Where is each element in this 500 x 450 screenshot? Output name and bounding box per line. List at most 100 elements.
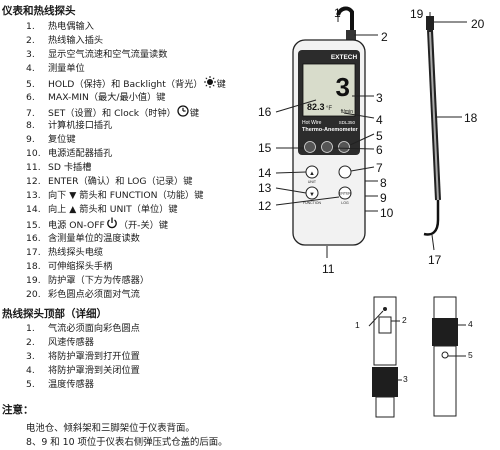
list-item: 13.向下 ▼ 箭头和 FUNCTION（功能）键 <box>26 189 203 203</box>
item-text: 计算机接口插孔 <box>48 119 113 131</box>
lcd-display <box>302 63 356 117</box>
probe-leader-lines <box>429 12 467 251</box>
item-text: 显示空气流速和空气流量读数 <box>48 49 168 61</box>
clock-icon <box>177 104 189 122</box>
callout-number: 20 <box>471 17 485 31</box>
guard-open <box>372 367 398 397</box>
meter-panel <box>298 50 360 155</box>
set-clock-button <box>338 165 352 179</box>
item-text: 热电偶输入 <box>48 21 94 32</box>
item-number: 15. <box>26 220 41 232</box>
power-icon <box>106 217 118 234</box>
item-text: ENTER（确认）和 LOG（记录）键 <box>48 176 193 188</box>
item-text: 温度传感器 <box>48 379 94 390</box>
callout-number: 12 <box>258 199 272 213</box>
note-line: 8、9 和 10 项位于仪表右侧弹压式仓盖的后面。 <box>26 437 228 448</box>
down-button-glyph: ▼ <box>309 192 315 198</box>
guard-closed <box>432 318 458 346</box>
max-min-button <box>321 141 333 153</box>
callout-number: 7 <box>376 161 383 175</box>
callout-number: 1 <box>355 320 360 330</box>
list-item: 16.含测量单位的温度读数 <box>26 232 140 246</box>
callout-number: 3 <box>376 91 383 105</box>
backlight-icon <box>203 76 216 93</box>
item-number: 3. <box>26 49 35 61</box>
probe-list-item: 4.将防护罩滑到关闭位置 <box>26 364 140 378</box>
callout-number: 16 <box>258 105 272 119</box>
item-number: 2. <box>26 337 35 348</box>
item-text: 热线输入插头 <box>48 35 104 47</box>
enter-log-button <box>338 186 352 200</box>
item-number: 4. <box>26 365 35 376</box>
list-item: 2. 热线输入插头 <box>26 34 103 48</box>
item-text: 电源适配器插孔 <box>48 147 113 159</box>
probe-cable <box>423 200 440 236</box>
probe-illustration <box>423 16 441 236</box>
list-item: 7.SET（设置）和 Clock（时钟）键 <box>26 104 199 122</box>
callout-number: 13 <box>258 181 272 195</box>
item-number: 8. <box>26 119 35 131</box>
item-number: 18. <box>26 260 41 272</box>
item-text: 防护罩（下方为传感器） <box>48 274 150 286</box>
item-text: 向上 ▲ 箭头和 UNIT（单位）键 <box>48 204 178 216</box>
enter-button-label: ENTER <box>339 192 351 196</box>
callout-number: 5 <box>468 350 473 360</box>
item-text-suffix: （开-关）键 <box>118 220 169 232</box>
item-text: MAX-MIN（最大/最小值）键 <box>48 91 166 103</box>
callout-number: 9 <box>380 191 387 205</box>
lcd-flow-unit: ft/min <box>341 109 353 115</box>
down-button-label: FUNCTION <box>303 201 322 205</box>
list-item: 6.MAX-MIN（最大/最小值）键 <box>26 91 165 105</box>
item-number: 10. <box>26 147 41 159</box>
lcd-temp-unit: °F <box>326 106 332 112</box>
list-item: 20. 彩色圆点必须面对气流 <box>26 288 140 302</box>
list-item: 8. 计算机接口插孔 <box>26 119 112 133</box>
callout-number: 17 <box>428 253 442 267</box>
callout-number: 8 <box>380 176 387 190</box>
item-text: 热线探头电缆 <box>48 246 104 258</box>
callout-number: 3 <box>403 374 408 384</box>
item-text: 可伸缩探头手柄 <box>48 260 113 272</box>
callout-number: 11 <box>322 262 335 276</box>
list-item: 4.测量单位 <box>26 62 85 76</box>
list-item: 11. SD 卡插槽 <box>26 161 91 175</box>
list-item: 18. 可伸缩探头手柄 <box>26 260 112 274</box>
callout-number: 1 <box>334 6 341 20</box>
item-text: 向下 ▼ 箭头和 FUNCTION（功能）键 <box>48 190 204 202</box>
probe-detail-open <box>372 296 398 418</box>
item-number: 1. <box>26 21 35 32</box>
item-number: 19. <box>26 274 41 286</box>
up-button-glyph: ▲ <box>309 171 315 177</box>
note-line: 电池仓、倾斜架和三脚架位于仪表背面。 <box>26 423 195 434</box>
item-number: 3. <box>26 351 35 362</box>
item-text: 电源 ON-OFF <box>48 220 105 232</box>
callout-number: 18 <box>464 111 478 125</box>
probe-list-item: 5.温度传感器 <box>26 378 94 392</box>
list-item: 10. 电源适配器插孔 <box>26 147 112 161</box>
list-item: 9.复位键 <box>26 133 76 147</box>
model-line-1: Hot Wire <box>302 120 322 126</box>
item-number: 2. <box>26 35 35 47</box>
item-number: 20. <box>26 288 41 300</box>
callout-number: 2 <box>402 315 407 325</box>
item-text: SD 卡插槽 <box>48 162 92 173</box>
log-button-label: LOG <box>341 201 349 205</box>
item-text: 彩色圆点必须面对气流 <box>48 288 140 300</box>
item-number: 1. <box>26 323 35 334</box>
item-text: 气流必须面向彩色圆点 <box>48 323 140 334</box>
callout-number: 6 <box>376 143 383 157</box>
page-title: 仪表和热线探头 <box>2 5 76 17</box>
item-number: 12. <box>26 176 41 188</box>
list-item: 1. 热电偶输入 <box>26 20 94 34</box>
item-number: 11. <box>26 162 41 173</box>
item-number: 16. <box>26 232 41 244</box>
item-number: 9. <box>26 133 35 145</box>
callout-number: 4 <box>376 113 383 127</box>
probe-list-item: 2.风速传感器 <box>26 336 94 350</box>
probe-detail-closed <box>432 296 458 417</box>
probe-tip-guard <box>426 16 434 30</box>
callout-number: 5 <box>376 129 383 143</box>
list-item: 15. 电源 ON-OFF （开-关）键 <box>26 217 168 231</box>
callout-number: 19 <box>410 7 424 21</box>
callout-number: 2 <box>381 30 388 44</box>
